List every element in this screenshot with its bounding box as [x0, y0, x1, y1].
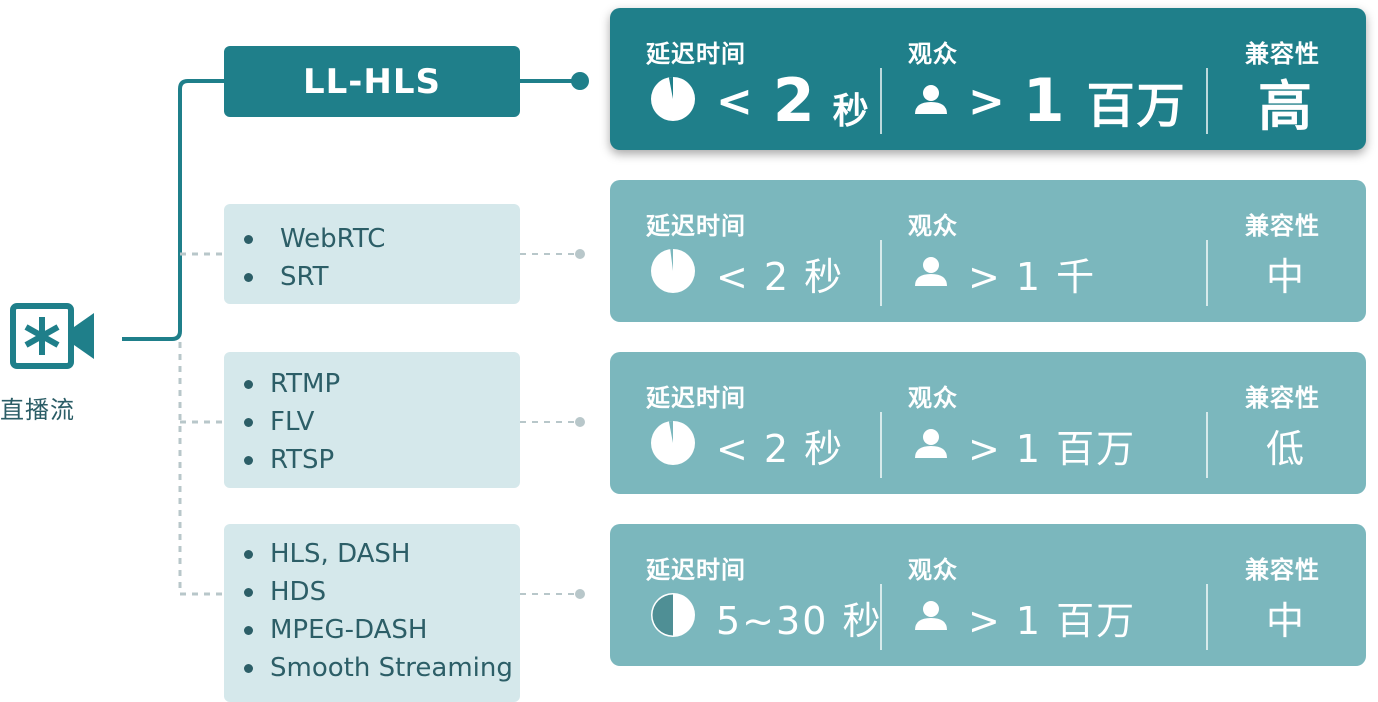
list-item: SRT — [224, 258, 520, 296]
list-item: WebRTC — [224, 220, 520, 258]
card-rtmp-flv-rtsp: 延迟时间 观众 兼容性 < 2 秒 > 1 百万 低 — [610, 352, 1366, 494]
latency-value: 5~30 秒 — [650, 586, 882, 648]
latency-value: < 2 秒 — [650, 414, 844, 476]
divider — [880, 412, 882, 478]
user-icon — [914, 428, 948, 462]
audience-header: 观众 — [908, 40, 958, 68]
compatibility-value: 中 — [1206, 242, 1366, 304]
divider — [880, 68, 882, 134]
latency-header: 延迟时间 — [646, 212, 746, 240]
latency-value: < 2 秒 — [650, 242, 844, 304]
root-label: 直播流 — [0, 396, 75, 424]
audience-value: > 1 百万 — [914, 586, 1136, 648]
card-ll-hls: 延迟时间 观众 兼容性 < 2 秒 > 1 百万 高 — [610, 8, 1366, 150]
audience-header: 观众 — [908, 212, 958, 240]
divider — [1206, 68, 1208, 134]
compatibility-text: 高 — [1258, 74, 1314, 138]
audience-value: > 1 百万 — [914, 66, 1187, 136]
divider — [1206, 584, 1208, 650]
list-item: HLS, DASH — [224, 535, 520, 573]
dashed-dot-2 — [575, 417, 585, 427]
card-hls-dash: 延迟时间 观众 兼容性 5~30 秒 > 1 百万 中 — [610, 524, 1366, 666]
latency-header: 延迟时间 — [646, 384, 746, 412]
divider — [880, 240, 882, 306]
clock-pie-icon — [650, 420, 696, 470]
clock-pie-icon — [650, 76, 696, 126]
divider — [1206, 240, 1208, 306]
audience-value: > 1 百万 — [914, 414, 1136, 476]
user-icon — [914, 256, 948, 290]
protocol-group-3: RTMP FLV RTSP — [224, 352, 520, 488]
protocol-ll-hls: LL-HLS — [224, 46, 520, 117]
main-connector — [122, 79, 224, 341]
audience-header: 观众 — [908, 556, 958, 584]
latency-prefix: < — [716, 75, 755, 127]
compatibility-text: 中 — [1265, 598, 1306, 643]
list-item: MPEG-DASH — [224, 611, 520, 649]
dashed-dot-1 — [575, 249, 585, 259]
compatibility-header: 兼容性 — [1245, 556, 1320, 584]
audience-text: > 1 百万 — [968, 598, 1137, 643]
dashed-dot-3 — [575, 589, 585, 599]
latency-unit: 秒 — [832, 91, 871, 132]
compatibility-header: 兼容性 — [1245, 40, 1320, 68]
compatibility-text: 中 — [1265, 254, 1306, 299]
audience-value: > 1 千 — [914, 242, 1096, 304]
divider — [880, 584, 882, 650]
list-item: HDS — [224, 573, 520, 611]
clock-pie-icon — [650, 592, 696, 642]
audience-prefix: > — [968, 75, 1007, 127]
audience-header: 观众 — [908, 384, 958, 412]
dashed-trunk — [178, 342, 224, 596]
compatibility-value: 中 — [1206, 586, 1366, 648]
compatibility-value: 高 — [1206, 70, 1366, 138]
list-item: Smooth Streaming — [224, 649, 520, 687]
latency-text: 5~30 秒 — [716, 598, 883, 643]
divider — [1206, 412, 1208, 478]
list-item: FLV — [224, 403, 520, 441]
audience-unit: 百万 — [1086, 78, 1187, 134]
camera-icon — [10, 303, 96, 369]
compatibility-text: 低 — [1265, 426, 1306, 471]
audience-number: 1 — [1022, 66, 1065, 136]
list-item: RTMP — [224, 365, 520, 403]
protocol-group-4: HLS, DASH HDS MPEG-DASH Smooth Streaming — [224, 524, 520, 702]
latency-header: 延迟时间 — [646, 556, 746, 584]
user-icon — [914, 600, 948, 634]
protocol-group-2: WebRTC SRT — [224, 204, 520, 304]
latency-text: < 2 秒 — [716, 426, 845, 471]
audience-text: > 1 千 — [968, 254, 1097, 299]
clock-pie-icon — [650, 248, 696, 298]
latency-text: < 2 秒 — [716, 254, 845, 299]
main-connector-dot — [571, 72, 589, 90]
latency-value: < 2 秒 — [650, 66, 871, 136]
list-item: RTSP — [224, 441, 520, 479]
compatibility-header: 兼容性 — [1245, 212, 1320, 240]
latency-header: 延迟时间 — [646, 40, 746, 68]
card-webrtc-srt: 延迟时间 观众 兼容性 < 2 秒 > 1 千 中 — [610, 180, 1366, 322]
compatibility-value: 低 — [1206, 414, 1366, 476]
compatibility-header: 兼容性 — [1245, 384, 1320, 412]
latency-number: 2 — [772, 66, 815, 136]
user-icon — [914, 84, 948, 118]
audience-text: > 1 百万 — [968, 426, 1137, 471]
